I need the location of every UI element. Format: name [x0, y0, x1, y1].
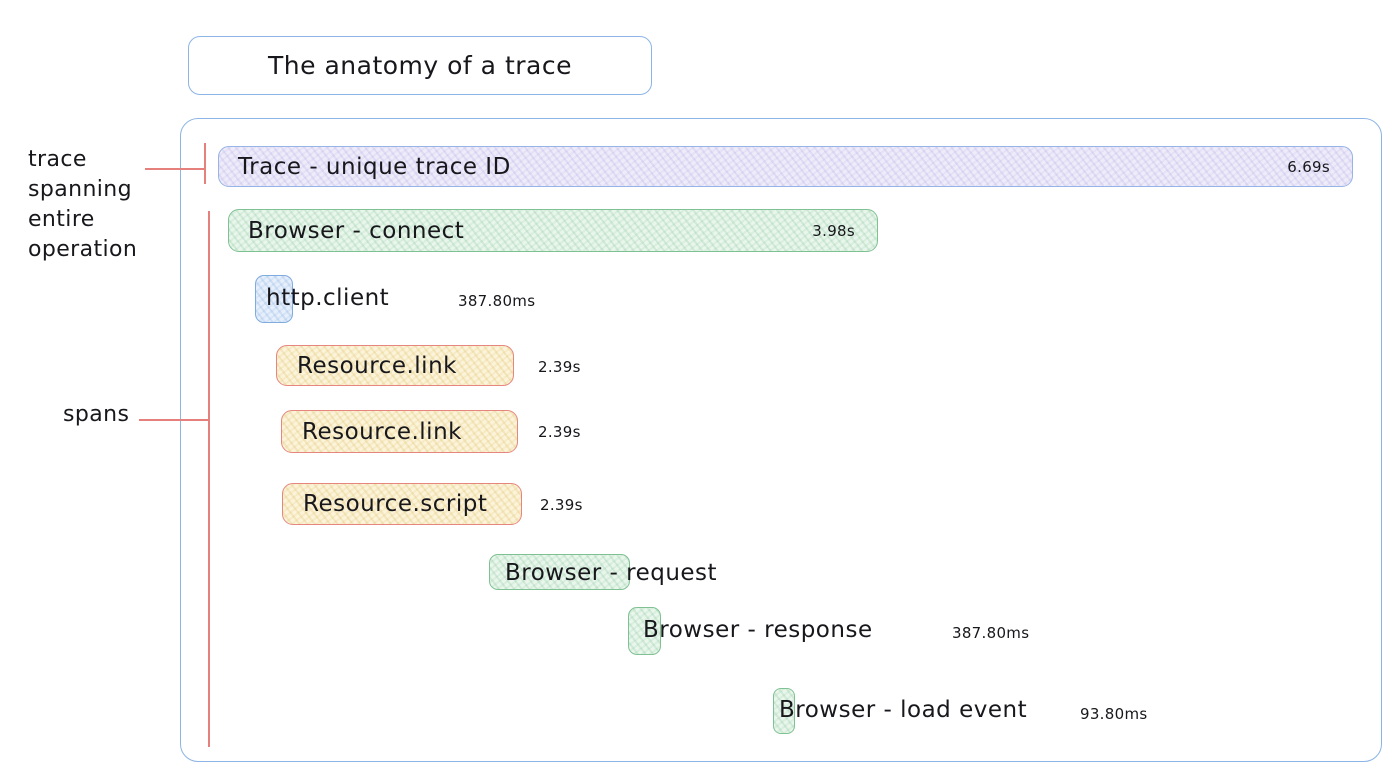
- span-label-browser-load-event: Browser - load event: [779, 697, 1028, 723]
- span-label-browser-response: Browser - response: [643, 617, 873, 643]
- span-box-resource-script: Resource.script: [282, 483, 522, 525]
- span-label-resource-link-2: Resource.link: [302, 418, 462, 445]
- span-label-browser-request: Browser - request: [505, 560, 718, 586]
- diagram-title: The anatomy of a trace: [268, 51, 572, 80]
- spans-annotation-label: spans: [63, 402, 130, 427]
- span-duration-browser-response: 387.80ms: [952, 624, 1030, 642]
- span-bar-browser-connect: Browser - connect 3.98s: [228, 209, 878, 252]
- span-box-resource-link-2: Resource.link: [281, 410, 518, 453]
- title-box: The anatomy of a trace: [188, 36, 652, 95]
- span-label-resource-link-1: Resource.link: [297, 352, 457, 379]
- span-box-resource-link-1: Resource.link: [276, 345, 514, 386]
- span-label-resource-script: Resource.script: [303, 491, 488, 517]
- span-duration-resource-script: 2.39s: [540, 496, 583, 514]
- span-box-http-client: [255, 275, 293, 323]
- span-label-http-client: http.client: [266, 285, 390, 311]
- trace-pointer-tick: [204, 143, 206, 184]
- span-duration-http-client: 387.80ms: [458, 292, 536, 310]
- trace-bar: Trace - unique trace ID 6.69s: [218, 146, 1353, 187]
- span-box-browser-load-event: [773, 688, 795, 734]
- span-label-browser-connect: Browser - connect: [248, 217, 465, 244]
- span-duration-browser-load-event: 93.80ms: [1080, 705, 1148, 723]
- span-duration-resource-link-1: 2.39s: [538, 358, 581, 376]
- trace-bar-duration: 6.69s: [1287, 157, 1330, 176]
- span-box-browser-response: [628, 607, 661, 655]
- spans-bracket-line: [208, 211, 210, 747]
- trace-annotation-connector: [145, 168, 206, 170]
- span-duration-resource-link-2: 2.39s: [538, 423, 581, 441]
- spans-annotation-connector: [139, 419, 209, 421]
- span-box-browser-request: [489, 554, 630, 590]
- trace-container-frame: [180, 118, 1382, 762]
- trace-annotation-label: trace spanning entire operation: [28, 147, 138, 262]
- trace-bar-label: Trace - unique trace ID: [238, 153, 511, 180]
- span-duration-browser-connect: 3.98s: [812, 221, 855, 240]
